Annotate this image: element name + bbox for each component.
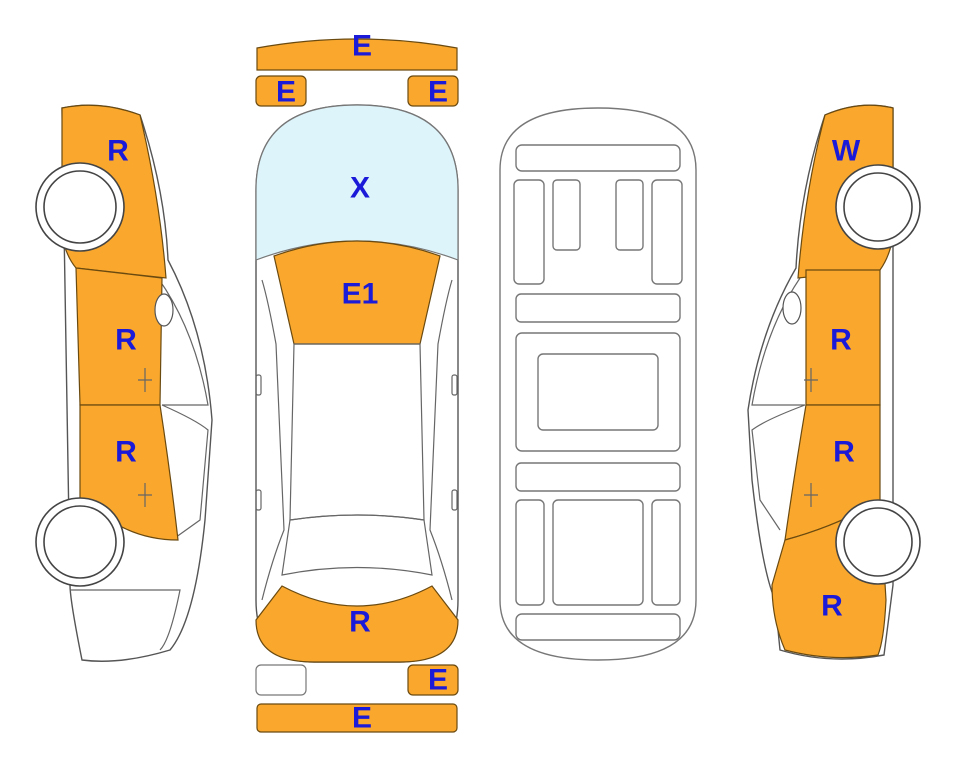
underside-rear-right-rail xyxy=(651,499,681,606)
left-rear-wheel-inner xyxy=(43,505,117,579)
underside-rear-bar xyxy=(515,613,681,641)
left-side-view: R R R xyxy=(35,104,213,662)
left-rear-door-label: R xyxy=(115,436,137,469)
trunk-panel[interactable] xyxy=(255,585,459,663)
left-front-door-label: R xyxy=(115,324,137,357)
rear-bumper-panel[interactable] xyxy=(256,703,458,733)
windshield-label: X xyxy=(350,172,370,205)
underside-front-inner-left xyxy=(552,179,581,251)
underside-front-inner-right xyxy=(615,179,644,251)
left-side-lower-line xyxy=(70,589,181,651)
underside-crossmember-2 xyxy=(515,462,681,492)
right-front-wheel-inner xyxy=(843,172,913,242)
front-left-light-panel[interactable] xyxy=(255,75,307,107)
left-front-handle xyxy=(138,368,152,392)
right-front-fender-label: W xyxy=(832,135,861,168)
underside-front-bar xyxy=(515,144,681,172)
right-rear-wheel-inner xyxy=(843,507,913,577)
right-front-door-label: R xyxy=(830,324,852,357)
hood-label: E1 xyxy=(342,278,379,311)
top-view-rear-glass xyxy=(281,514,433,576)
underside-rear-left-rail xyxy=(515,499,545,606)
front-left-light-label: E xyxy=(276,76,296,109)
left-side-windows xyxy=(157,277,209,541)
top-view-side-right xyxy=(429,279,453,601)
rear-right-light-label: E xyxy=(428,664,448,697)
left-rear-handle xyxy=(138,483,152,507)
right-rear-handle xyxy=(804,483,818,507)
hood-panel[interactable] xyxy=(273,240,441,345)
handle-left xyxy=(255,489,262,511)
underside-front-right-rail xyxy=(651,179,683,285)
right-front-handle xyxy=(804,368,818,392)
rear-left-light-panel[interactable] xyxy=(255,664,307,696)
rear-bumper-label: E xyxy=(352,702,372,735)
left-mirror xyxy=(154,293,174,327)
front-bumper-label: E xyxy=(352,30,372,63)
underside-front-left-rail xyxy=(513,179,545,285)
front-right-light-panel[interactable] xyxy=(407,75,459,107)
underside-center-inner xyxy=(537,353,659,431)
right-rear-door-label: R xyxy=(833,436,855,469)
mirror-left xyxy=(255,374,262,396)
underside-rear-center xyxy=(552,499,644,606)
handle-right xyxy=(451,489,458,511)
mirror-right xyxy=(451,374,458,396)
left-front-wheel-inner xyxy=(43,170,117,244)
trunk-label: R xyxy=(349,606,371,639)
front-bumper-panel[interactable] xyxy=(256,38,458,71)
right-mirror xyxy=(782,291,802,325)
right-side-windows xyxy=(751,277,806,531)
top-view: E E E X E1 R E E xyxy=(255,30,459,735)
top-view-side-left xyxy=(261,279,285,601)
rear-right-light-panel[interactable] xyxy=(407,664,459,696)
underside-view xyxy=(499,107,697,661)
underside-crossmember-1 xyxy=(515,293,681,323)
front-right-light-label: E xyxy=(428,76,448,109)
left-front-fender-label: R xyxy=(107,135,129,168)
right-side-view: W R R R xyxy=(747,104,921,660)
right-rear-quarter-label: R xyxy=(821,590,843,623)
